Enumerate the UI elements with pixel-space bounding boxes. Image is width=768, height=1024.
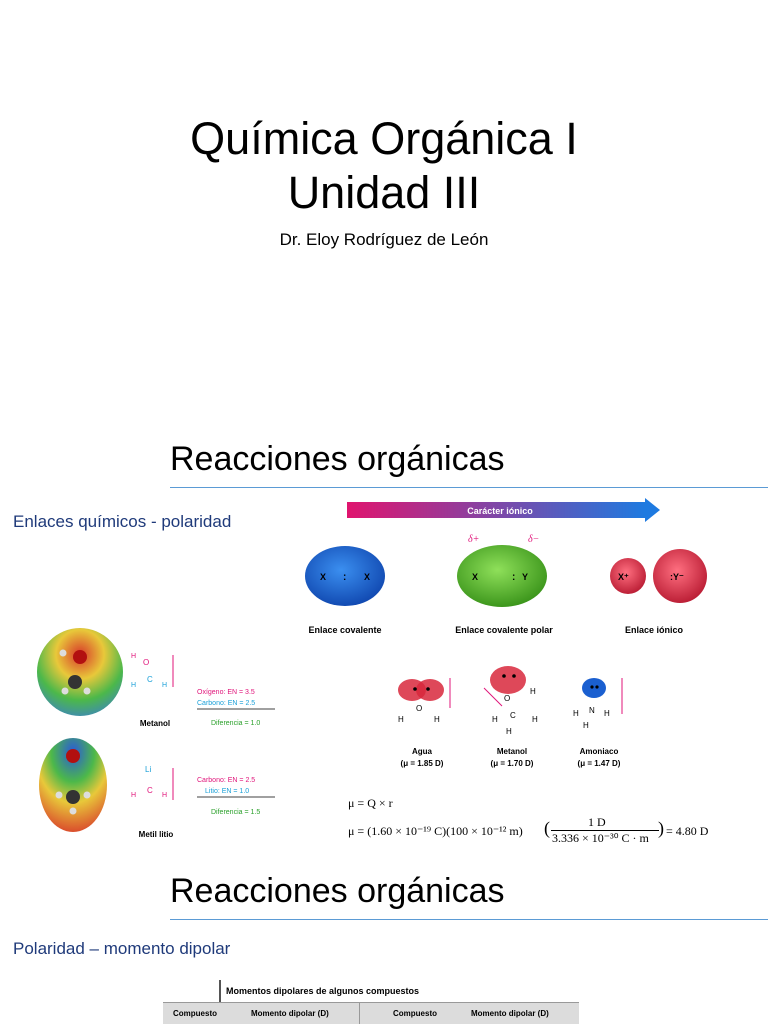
header-compound-2: Compuesto: [393, 1009, 437, 1018]
methyllithium-map-caption: Metil litio: [139, 830, 174, 839]
ammonia-dipole: (μ = 1.47 D): [578, 759, 621, 768]
dipole-equation-2: μ = (1.60 × 10⁻¹⁹ C)(100 × 10⁻¹² m) ( 1 …: [348, 815, 709, 845]
methyllithium-potential-map: [39, 738, 107, 832]
svg-text:O: O: [504, 694, 510, 703]
water-dipole: (μ = 1.85 D): [401, 759, 444, 768]
svg-text:Y: Y: [522, 572, 528, 582]
svg-text:H: H: [398, 715, 404, 724]
methanol-map-caption: Metanol: [140, 719, 170, 728]
svg-text:H: H: [492, 715, 498, 724]
arrow-label: Carácter iónico: [467, 506, 533, 516]
slide-main-title: Química Orgánica I Unidad III: [0, 112, 768, 220]
svg-text:H: H: [131, 682, 136, 689]
title-slide: Química Orgánica I Unidad III Dr. Eloy R…: [0, 0, 768, 430]
delta-minus: δ−: [528, 534, 539, 545]
polarity-slide: Reacciones orgánicas Enlaces químicos - …: [0, 430, 768, 862]
svg-text:H: H: [434, 715, 440, 724]
svg-text:C: C: [147, 675, 153, 684]
header-dipole-2: Momento dipolar (D): [471, 1009, 549, 1018]
svg-text:C: C: [510, 711, 516, 720]
author-name: Dr. Eloy Rodríguez de León: [279, 230, 489, 249]
svg-text:N: N: [589, 706, 595, 715]
title-divider: [170, 919, 768, 920]
methanol-carbon-en: Carbono: EN = 2.5: [197, 700, 255, 707]
svg-text:X: X: [320, 572, 326, 582]
svg-text:X⁺: X⁺: [618, 572, 629, 582]
header-dipole-1: Momento dipolar (D): [251, 1009, 329, 1018]
table-header-row: Compuesto Momento dipolar (D) Compuesto …: [163, 1002, 579, 1024]
svg-text:X: X: [472, 572, 478, 582]
methyllithium-lithium-en: Litio: EN = 1.0: [205, 788, 249, 795]
methanol-dipole: (μ = 1.70 D): [491, 759, 534, 768]
methanol-name: Metanol: [497, 747, 527, 756]
methanol-potential-map: [37, 628, 123, 716]
svg-text:H: H: [530, 687, 536, 696]
slide-title: Reacciones orgánicas: [170, 440, 505, 478]
slide-subtitle: Enlaces químicos - polaridad: [13, 512, 232, 531]
svg-text::Y⁻: :Y⁻: [670, 572, 684, 582]
slide-subtitle: Polaridad – momento dipolar: [13, 939, 231, 958]
svg-text:H: H: [162, 682, 167, 689]
svg-text:H: H: [162, 792, 167, 799]
ammonia-name: Amoniaco: [580, 747, 619, 756]
methanol-molecule: O H C H H H Metanol (μ = 1.70 D): [483, 666, 538, 768]
svg-text::: :: [512, 572, 515, 583]
table-title: Momentos dipolares de algunos compuestos: [226, 986, 420, 996]
ionic-label: Enlace iónico: [625, 625, 684, 635]
ionic-character-arrow: Carácter iónico: [347, 498, 660, 522]
title-divider: [170, 487, 768, 488]
svg-text:Li: Li: [145, 765, 151, 774]
covalent-orbital: [305, 546, 385, 606]
svg-text:O: O: [143, 658, 149, 667]
bond-types-figure: Carácter iónico δ+ δ− X : X Enlace coval…: [305, 498, 707, 635]
water-molecule: O H H Agua (μ = 1.85 D): [398, 678, 451, 768]
svg-text:C: C: [147, 786, 153, 795]
svg-text:X: X: [364, 572, 370, 582]
table-accent-bar: [219, 980, 221, 1002]
methanol-difference: Diferencia = 1.0: [211, 720, 260, 727]
svg-text::: :: [343, 572, 346, 583]
molecule-dipoles: O H H Agua (μ = 1.85 D) O H C H H H Meta…: [398, 666, 623, 768]
electrostatic-maps: Metanol H O C H H Oxígeno: EN = 3.5 Carb…: [37, 628, 275, 839]
methyllithium-carbon-en: Carbono: EN = 2.5: [197, 777, 255, 784]
slide-title: Reacciones orgánicas: [170, 872, 505, 910]
title-line-1: Química Orgánica I: [190, 113, 578, 164]
title-line-2: Unidad III: [287, 167, 481, 218]
dipole-moment-slide: Reacciones orgánicas Polaridad – momento…: [0, 862, 768, 1024]
polar-label: Enlace covalente polar: [455, 625, 553, 635]
svg-text:H: H: [573, 709, 579, 718]
svg-text:H: H: [532, 715, 538, 724]
ammonia-molecule: N H H H Amoniaco (μ = 1.47 D): [573, 678, 623, 768]
svg-text:H: H: [131, 792, 136, 799]
header-compound-1: Compuesto: [173, 1009, 217, 1018]
methanol-oxygen-en: Oxígeno: EN = 3.5: [197, 689, 255, 696]
ionic-cation: [610, 558, 646, 594]
methyllithium-difference: Diferencia = 1.5: [211, 809, 260, 816]
dipole-equation-1: μ = Q × r: [348, 796, 393, 810]
polar-orbital: [457, 545, 547, 607]
svg-text:H: H: [506, 727, 512, 736]
svg-text:H: H: [583, 721, 589, 730]
delta-plus: δ+: [468, 534, 479, 545]
covalent-label: Enlace covalente: [308, 625, 381, 635]
svg-text:O: O: [416, 704, 422, 713]
svg-text:H: H: [131, 653, 136, 660]
ionic-anion: [653, 549, 707, 603]
svg-text:H: H: [604, 709, 610, 718]
water-name: Agua: [412, 747, 433, 756]
